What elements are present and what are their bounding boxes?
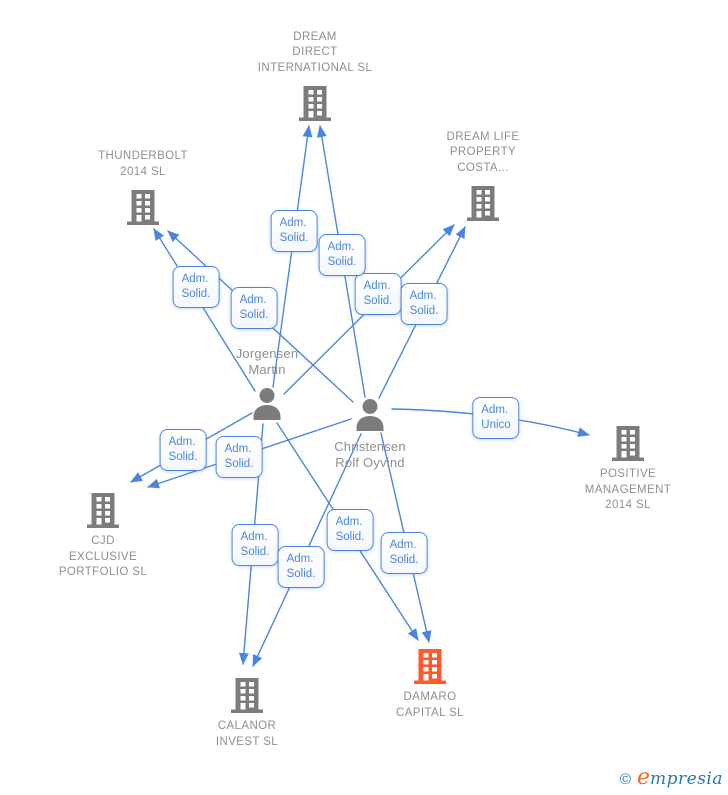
building-icon bbox=[87, 493, 119, 528]
edge-label-adm-solid: Adm.Solid. bbox=[380, 532, 428, 574]
brand-rest: mpresia bbox=[650, 769, 723, 789]
node-dream-life[interactable] bbox=[463, 183, 503, 223]
building-icon bbox=[127, 190, 159, 225]
building-icon bbox=[231, 678, 263, 713]
building-icon bbox=[467, 186, 499, 221]
node-dream-direct[interactable] bbox=[295, 83, 335, 123]
edge-label-adm-solid: Adm.Solid. bbox=[400, 283, 448, 325]
brand-initial: e bbox=[636, 765, 650, 790]
edge-jorgensen-dream-direct bbox=[272, 125, 313, 388]
building-icon bbox=[414, 649, 446, 684]
person-icon bbox=[253, 388, 281, 420]
empresia-logo[interactable]: © empresia bbox=[620, 765, 723, 790]
node-jorgensen[interactable] bbox=[247, 384, 287, 424]
node-calanor[interactable] bbox=[227, 675, 267, 715]
node-positive[interactable] bbox=[608, 423, 648, 463]
node-christensen[interactable] bbox=[350, 395, 390, 435]
node-damaro[interactable] bbox=[410, 646, 450, 686]
edge-label-adm-solid: Adm.Solid. bbox=[326, 509, 374, 551]
node-cjd[interactable] bbox=[83, 490, 123, 530]
edge-label-adm-solid: Adm.Solid. bbox=[215, 436, 263, 478]
edge-label-adm-solid: Adm.Solid. bbox=[231, 524, 279, 566]
edge-jorgensen-thunderbolt bbox=[153, 228, 256, 392]
person-icon bbox=[356, 399, 384, 431]
edge-label-adm-unico: Adm.Unico bbox=[472, 397, 520, 439]
building-icon bbox=[299, 86, 331, 121]
building-icon bbox=[612, 426, 644, 461]
brand-wordmark: empresia bbox=[637, 765, 723, 790]
edge-label-adm-solid: Adm.Solid. bbox=[318, 234, 366, 276]
node-thunderbolt[interactable] bbox=[123, 187, 163, 227]
edge-label-adm-solid: Adm.Solid. bbox=[230, 287, 278, 329]
edge-label-adm-solid: Adm.Solid. bbox=[354, 273, 402, 315]
edge-label-adm-solid: Adm.Solid. bbox=[172, 266, 220, 308]
copyright-icon: © bbox=[619, 771, 631, 788]
edge-label-adm-solid: Adm.Solid. bbox=[270, 210, 318, 252]
edge-label-adm-solid: Adm.Solid. bbox=[159, 429, 207, 471]
edge-label-adm-solid: Adm.Solid. bbox=[277, 546, 325, 588]
